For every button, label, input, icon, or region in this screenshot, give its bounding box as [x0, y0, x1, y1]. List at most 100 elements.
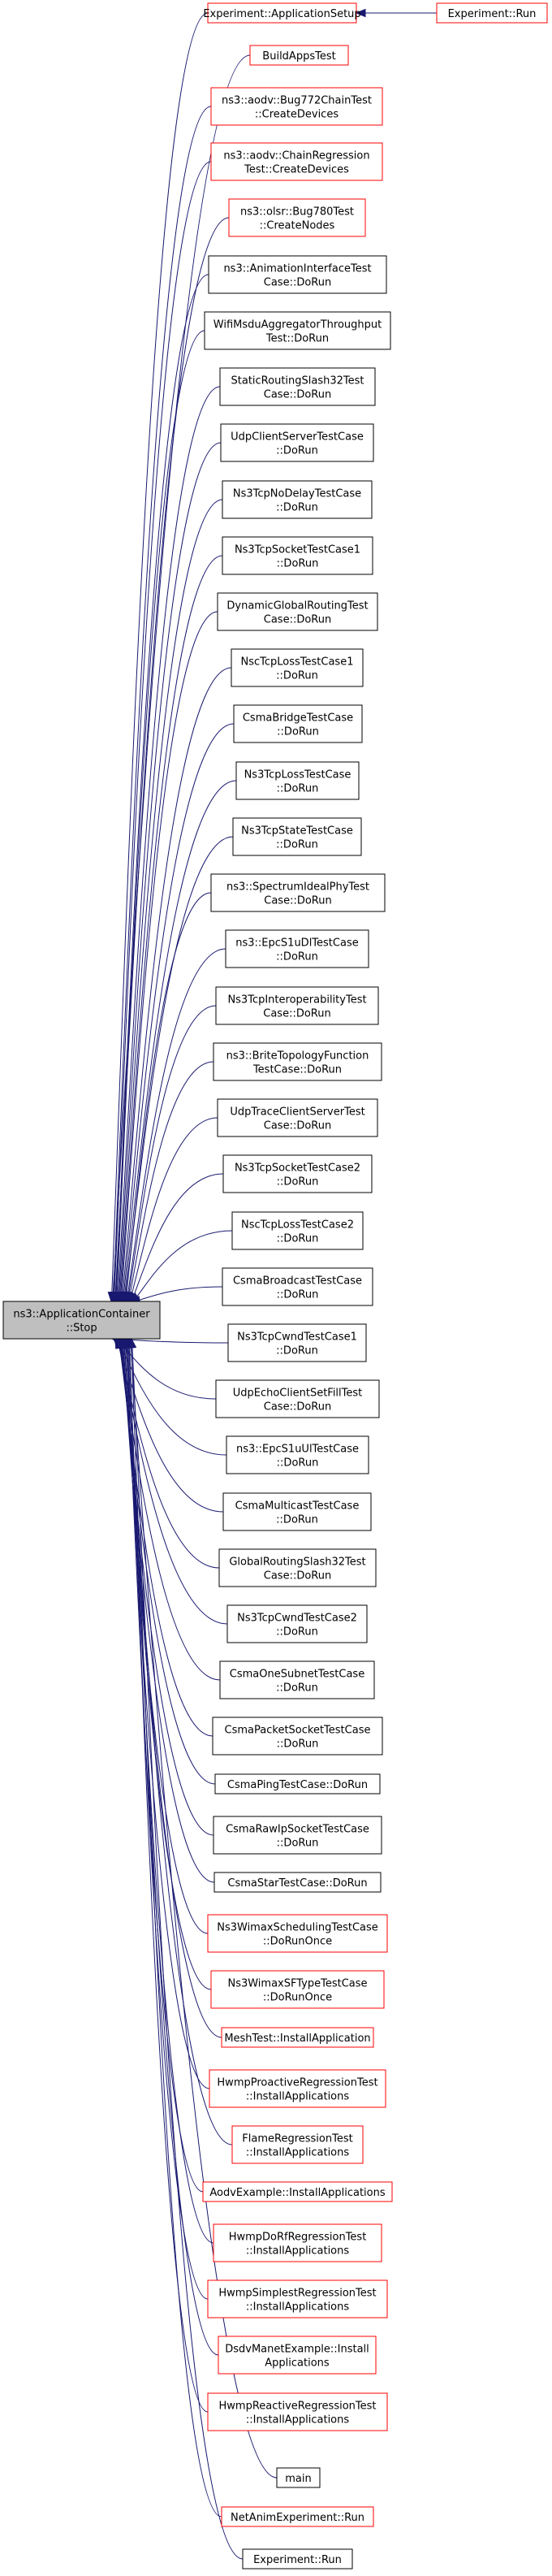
node-animationinterfacetestcase-dorun-box [208, 255, 387, 294]
root-node-applicationcontainer-stop-label: ns3::ApplicationContainer [13, 1309, 150, 1321]
node-csmabroadcasttestcase-dorun[interactable]: CsmaBroadcastTestCase::DoRun [222, 1267, 373, 1306]
node-ns3wimaxschedulingtestcase-dorunonce[interactable]: Ns3WimaxSchedulingTestCase::DoRunOnce [207, 1914, 388, 1953]
node-aodvexample-installapplications[interactable]: AodvExample::InstallApplications [202, 2181, 393, 2202]
node-britetopologyfunctiontestcase-dorun-label: TestCase::DoRun [252, 1064, 342, 1076]
edge-experiment-applicationsetup [107, 12, 209, 1303]
node-animationinterfacetestcase-dorun-label: ns3::AnimationInterfaceTest [223, 263, 371, 275]
node-main-label: main [285, 2473, 311, 2485]
node-ns3tcpcwndtestcase2-dorun-label: ::DoRun [276, 1626, 318, 1639]
node-main[interactable]: main [276, 2467, 321, 2488]
node-bug780test-createnodes[interactable]: ns3::olsr::Bug780Test::CreateNodes [228, 198, 366, 237]
node-nsctcplosstestcase2-dorun-label: NscTcpLossTestCase2 [241, 1219, 354, 1232]
node-csmapingtestcase-dorun-box [214, 1773, 381, 1795]
node-nsctcplosstestcase1-dorun[interactable]: NscTcpLossTestCase1::DoRun [231, 648, 364, 687]
node-dsdvmanetexample-installapplications-box [218, 2336, 377, 2375]
node-ns3tcpcwndtestcase1-dorun-label: ::DoRun [276, 1345, 318, 1357]
node-britetopologyfunctiontestcase-dorun-label: ns3::BriteTopologyFunction [226, 1050, 369, 1063]
node-csmamulticasttestcase-dorun[interactable]: CsmaMulticastTestCase::DoRun [222, 1492, 372, 1531]
node-csmastartestcase-dorun-box [213, 1872, 382, 1893]
node-csmabridgetestcase-dorun[interactable]: CsmaBridgeTestCase::DoRun [233, 704, 363, 743]
node-csmarawipsockettestcase-dorun-label: ::DoRun [277, 1838, 319, 1850]
node-ns3tcpnodelaytestcase-dorun-label: ::DoRun [276, 502, 318, 514]
node-flameregressiontest-installapplications[interactable]: FlameRegressionTest::InstallApplications [231, 2125, 364, 2164]
node-ns3tcpnodelaytestcase-dorun[interactable]: Ns3TcpNoDelayTestCase::DoRun [222, 480, 373, 519]
node-ns3wimaxsftypetestcase-dorunonce[interactable]: Ns3WimaxSFTypeTestCase::DoRunOnce [210, 1970, 385, 2009]
node-wifimsduaggregatorthroughputtest-dorun-label: Test::DoRun [265, 333, 329, 345]
node-bug772chaintest-createdevices[interactable]: ns3::aodv::Bug772ChainTest::CreateDevice… [210, 87, 383, 126]
node-hwmpproactiveregressiontest-installapplications[interactable]: HwmpProactiveRegressionTest::InstallAppl… [209, 2069, 386, 2108]
edge-csmastartestcase-dorun [118, 1337, 215, 1883]
node-ns3tcplosstestcase-dorun-box [235, 761, 360, 800]
node-udpechoclientsetfilltestcase-dorun-label: UdpEchoClientSetFillTest [233, 1388, 363, 1400]
node-experiment-applicationsetup[interactable]: Experiment::ApplicationSetup [203, 2, 361, 24]
node-buildappstest[interactable]: BuildAppsTest [249, 45, 349, 66]
node-ns3tcpinteroperabilitytestcase-dorun-label: Ns3TcpInteroperabilityTest [227, 994, 366, 1007]
node-experiment-run-top[interactable]: Experiment::Run [436, 2, 548, 24]
node-hwmpsimplestregressiontest-installapplications[interactable]: HwmpSimplestRegressionTest::InstallAppli… [207, 2279, 388, 2318]
node-csmapacketsockettestcase-dorun[interactable]: CsmaPacketSocketTestCase::DoRun [212, 1717, 383, 1756]
node-csmaonesubnettestcase-dorun[interactable]: CsmaOneSubnetTestCase::DoRun [219, 1660, 375, 1699]
root-node-applicationcontainer-stop[interactable]: ns3::ApplicationContainer::Stop [2, 1301, 161, 1340]
node-experiment-applicationsetup-label: Experiment::ApplicationSetup [203, 8, 360, 20]
node-nsctcplosstestcase2-dorun[interactable]: NscTcpLossTestCase2::DoRun [231, 1211, 364, 1250]
node-hwmpproactiveregressiontest-installapplications-box [209, 2069, 386, 2108]
node-csmamulticasttestcase-dorun-box [222, 1492, 372, 1531]
edge-chainregressiontest-createdevices [110, 161, 212, 1303]
node-britetopologyfunctiontestcase-dorun[interactable]: ns3::BriteTopologyFunctionTestCase::DoRu… [213, 1042, 382, 1081]
node-ns3tcpsockettestcase1-dorun-box [222, 536, 373, 575]
node-hwmpreactiveregressiontest-installapplications-label: HwmpReactiveRegressionTest [219, 2401, 377, 2413]
node-netanimexperiment-run-box [221, 2506, 374, 2527]
node-csmapingtestcase-dorun-label: CsmaPingTestCase::DoRun [227, 1779, 368, 1791]
node-buildappstest-box [249, 45, 349, 66]
node-udpclientservertestcase-dorun[interactable]: UdpClientServerTestCase::DoRun [220, 423, 374, 462]
node-ns3tcpcwndtestcase1-dorun[interactable]: Ns3TcpCwndTestCase1::DoRun [227, 1323, 367, 1362]
node-meshtest-installapplication[interactable]: MeshTest::InstallApplication [221, 2027, 374, 2048]
node-epcs1uultestcase-dorun-label: ns3::EpcS1uUlTestCase [236, 1444, 359, 1456]
node-ns3tcpstatetestcase-dorun-box [232, 817, 362, 856]
node-bug780test-createnodes-label: ::CreateNodes [260, 220, 335, 232]
node-ns3tcpstatetestcase-dorun[interactable]: Ns3TcpStateTestCase::DoRun [232, 817, 362, 856]
edge-experiment-run-to-applicationsetup-arrowhead [355, 8, 366, 18]
node-ns3tcpnodelaytestcase-dorun-label: Ns3TcpNoDelayTestCase [233, 488, 361, 500]
node-bug772chaintest-createdevices-box [210, 87, 383, 126]
node-ns3tcplosstestcase-dorun[interactable]: Ns3TcpLossTestCase::DoRun [235, 761, 360, 800]
node-chainregressiontest-createdevices[interactable]: ns3::aodv::ChainRegressionTest::CreateDe… [210, 142, 383, 181]
node-ns3tcpsockettestcase1-dorun[interactable]: Ns3TcpSocketTestCase1::DoRun [222, 536, 373, 575]
node-csmapingtestcase-dorun[interactable]: CsmaPingTestCase::DoRun [214, 1773, 381, 1795]
node-csmarawipsockettestcase-dorun-label: CsmaRawIpSocketTestCase [226, 1824, 369, 1836]
node-csmabridgetestcase-dorun-box [233, 704, 363, 743]
node-udpclientservertestcase-dorun-label: ::DoRun [276, 445, 318, 457]
node-hwmpreactiveregressiontest-installapplications[interactable]: HwmpReactiveRegressionTest::InstallAppli… [207, 2392, 388, 2431]
node-ns3tcpsockettestcase2-dorun-box [222, 1154, 373, 1193]
node-aodvexample-installapplications-box [202, 2181, 393, 2202]
node-csmarawipsockettestcase-dorun[interactable]: CsmaRawIpSocketTestCase::DoRun [213, 1816, 382, 1855]
node-csmabridgetestcase-dorun-label: CsmaBridgeTestCase [243, 712, 353, 725]
node-csmabroadcasttestcase-dorun-box [222, 1267, 373, 1306]
node-epcs1udltestcase-dorun[interactable]: ns3::EpcS1uDlTestCase::DoRun [225, 929, 369, 968]
node-epcs1uultestcase-dorun[interactable]: ns3::EpcS1uUlTestCase::DoRun [226, 1435, 369, 1474]
node-hwmpdorfregressiontest-installapplications[interactable]: HwmpDoRfRegressionTest::InstallApplicati… [213, 2223, 382, 2262]
node-experiment-run-bottom[interactable]: Experiment::Run [242, 2548, 353, 2570]
node-netanimexperiment-run[interactable]: NetAnimExperiment::Run [221, 2506, 374, 2527]
node-ns3tcpsockettestcase2-dorun[interactable]: Ns3TcpSocketTestCase2::DoRun [222, 1154, 373, 1193]
node-dsdvmanetexample-installapplications-label: Applications [265, 2357, 330, 2370]
node-ns3tcpsockettestcase2-dorun-label: Ns3TcpSocketTestCase2 [235, 1162, 360, 1175]
node-udpechoclientsetfilltestcase-dorun-box [215, 1379, 380, 1418]
node-udpechoclientsetfilltestcase-dorun-label: Case::DoRun [264, 1401, 331, 1414]
node-ns3tcpcwndtestcase2-dorun[interactable]: Ns3TcpCwndTestCase2::DoRun [226, 1604, 368, 1643]
node-hwmpdorfregressiontest-installapplications-box [213, 2223, 382, 2262]
node-ns3tcpstatetestcase-dorun-label: Ns3TcpStateTestCase [241, 825, 353, 838]
node-csmaonesubnettestcase-dorun-box [219, 1660, 375, 1699]
node-csmastartestcase-dorun[interactable]: CsmaStarTestCase::DoRun [213, 1872, 382, 1893]
node-dsdvmanetexample-installapplications[interactable]: DsdvManetExample::InstallApplications [218, 2336, 377, 2375]
